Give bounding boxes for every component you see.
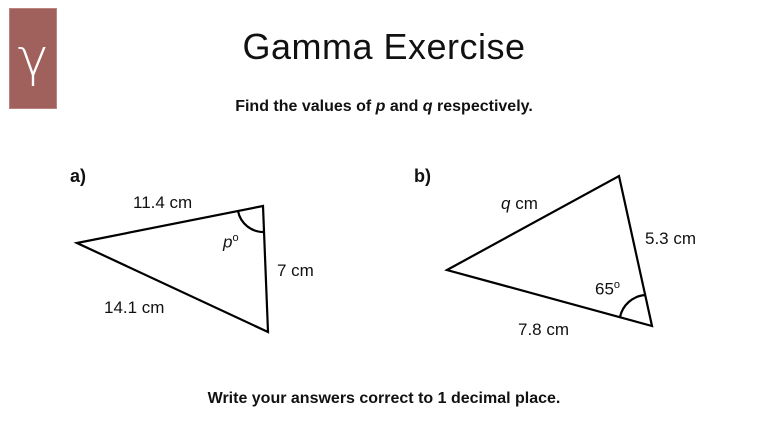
side-b-right-label: 5.3 cm [645, 229, 697, 248]
page-title: Gamma Exercise [242, 26, 526, 67]
gamma-logo: γ [9, 8, 57, 109]
instruction-text: Find the values of p and q respectively. [235, 98, 533, 115]
side-a-right-label: 7 cm [277, 261, 314, 280]
part-a-label: a) [70, 166, 87, 186]
side-b-bottom-label: 7.8 cm [518, 320, 570, 339]
gamma-logo-glyph: γ [17, 28, 49, 88]
part-b-label: b) [414, 166, 431, 186]
angle-p-label: po [223, 232, 239, 252]
triangle-a [73, 204, 270, 334]
angle-65-arc [618, 293, 646, 318]
side-b-top-label: q cm [501, 194, 538, 213]
triangle-b [444, 174, 654, 328]
angle-65-label: 65o [595, 279, 621, 299]
footer-instruction: Write your answers correct to 1 decimal … [207, 390, 561, 407]
side-a-bottom-label: 14.1 cm [104, 298, 165, 317]
angle-p-arc [236, 210, 265, 234]
side-a-top-label: 11.4 cm [133, 193, 193, 212]
